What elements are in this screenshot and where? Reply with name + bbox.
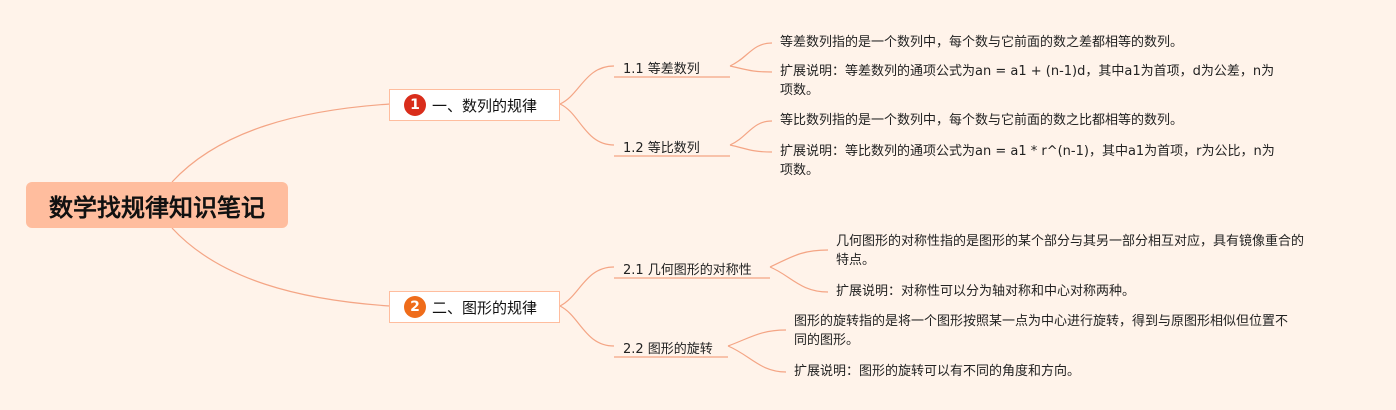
note-node-1-2-1[interactable]: 等比数列指的是一个数列中，每个数与它前面的数之比都相等的数列。 bbox=[780, 113, 1184, 128]
note-node-1-1-1[interactable]: 等差数列指的是一个数列中，每个数与它前面的数之差都相等的数列。 bbox=[780, 35, 1184, 50]
link-topic-1-1-note-2 bbox=[729, 65, 773, 73]
root-node[interactable]: 数学找规律知识笔记 bbox=[26, 182, 288, 228]
topic-node-1-2[interactable]: 1.2 等比数列 bbox=[623, 141, 700, 156]
number-badge-2-icon: 2 bbox=[404, 296, 426, 318]
link-root-branch-1 bbox=[171, 103, 391, 183]
link-topic-1-2-note-1 bbox=[729, 120, 773, 146]
link-topic-2-1-note-2 bbox=[769, 266, 829, 293]
note-node-1-1-2[interactable]: 扩展说明：等差数列的通项公式为an = a1 + (n-1)d，其中a1为首项，… bbox=[780, 64, 1275, 98]
root-title: 数学找规律知识笔记 bbox=[49, 193, 265, 222]
link-branch-2-topic-1 bbox=[559, 266, 615, 307]
number-badge-1-icon: 1 bbox=[404, 94, 426, 116]
note-node-1-2-2[interactable]: 扩展说明：等比数列的通项公式为an = a1 * r^(n-1)，其中a1为首项… bbox=[780, 144, 1275, 178]
topic-node-2-2[interactable]: 2.2 图形的旋转 bbox=[623, 342, 713, 357]
link-topic-1-2-note-2 bbox=[729, 144, 773, 153]
link-root-branch-2 bbox=[171, 227, 391, 307]
note-node-2-1-2[interactable]: 扩展说明：对称性可以分为轴对称和中心对称两种。 bbox=[836, 284, 1136, 299]
note-node-2-1-1[interactable]: 几何图形的对称性指的是图形的某个部分与其另一部分相互对应，具有镜像重合的特点。 bbox=[836, 234, 1305, 268]
branch-label: 一、数列的规律 bbox=[432, 96, 538, 115]
note-node-2-2-1[interactable]: 图形的旋转指的是将一个图形按照某一点为中心进行旋转，得到与原图形相似但位置不同的… bbox=[794, 314, 1289, 348]
link-topic-2-1-note-1 bbox=[769, 249, 829, 268]
link-branch-1-topic-2 bbox=[559, 103, 615, 146]
link-branch-2-topic-2 bbox=[559, 305, 615, 347]
branch-node-2[interactable]: 2 二、图形的规律 bbox=[389, 291, 560, 323]
branch-node-1[interactable]: 1 一、数列的规律 bbox=[389, 89, 560, 121]
topic-node-1-1[interactable]: 1.1 等差数列 bbox=[623, 62, 700, 77]
link-branch-1-topic-1 bbox=[559, 65, 615, 105]
note-node-2-2-2[interactable]: 扩展说明：图形的旋转可以有不同的角度和方向。 bbox=[794, 364, 1081, 379]
link-topic-1-1-note-1 bbox=[729, 42, 773, 67]
link-topic-2-2-note-1 bbox=[727, 329, 787, 347]
branch-label: 二、图形的规律 bbox=[432, 298, 538, 317]
link-topic-2-2-note-2 bbox=[727, 345, 787, 373]
topic-node-2-1[interactable]: 2.1 几何图形的对称性 bbox=[623, 263, 752, 278]
